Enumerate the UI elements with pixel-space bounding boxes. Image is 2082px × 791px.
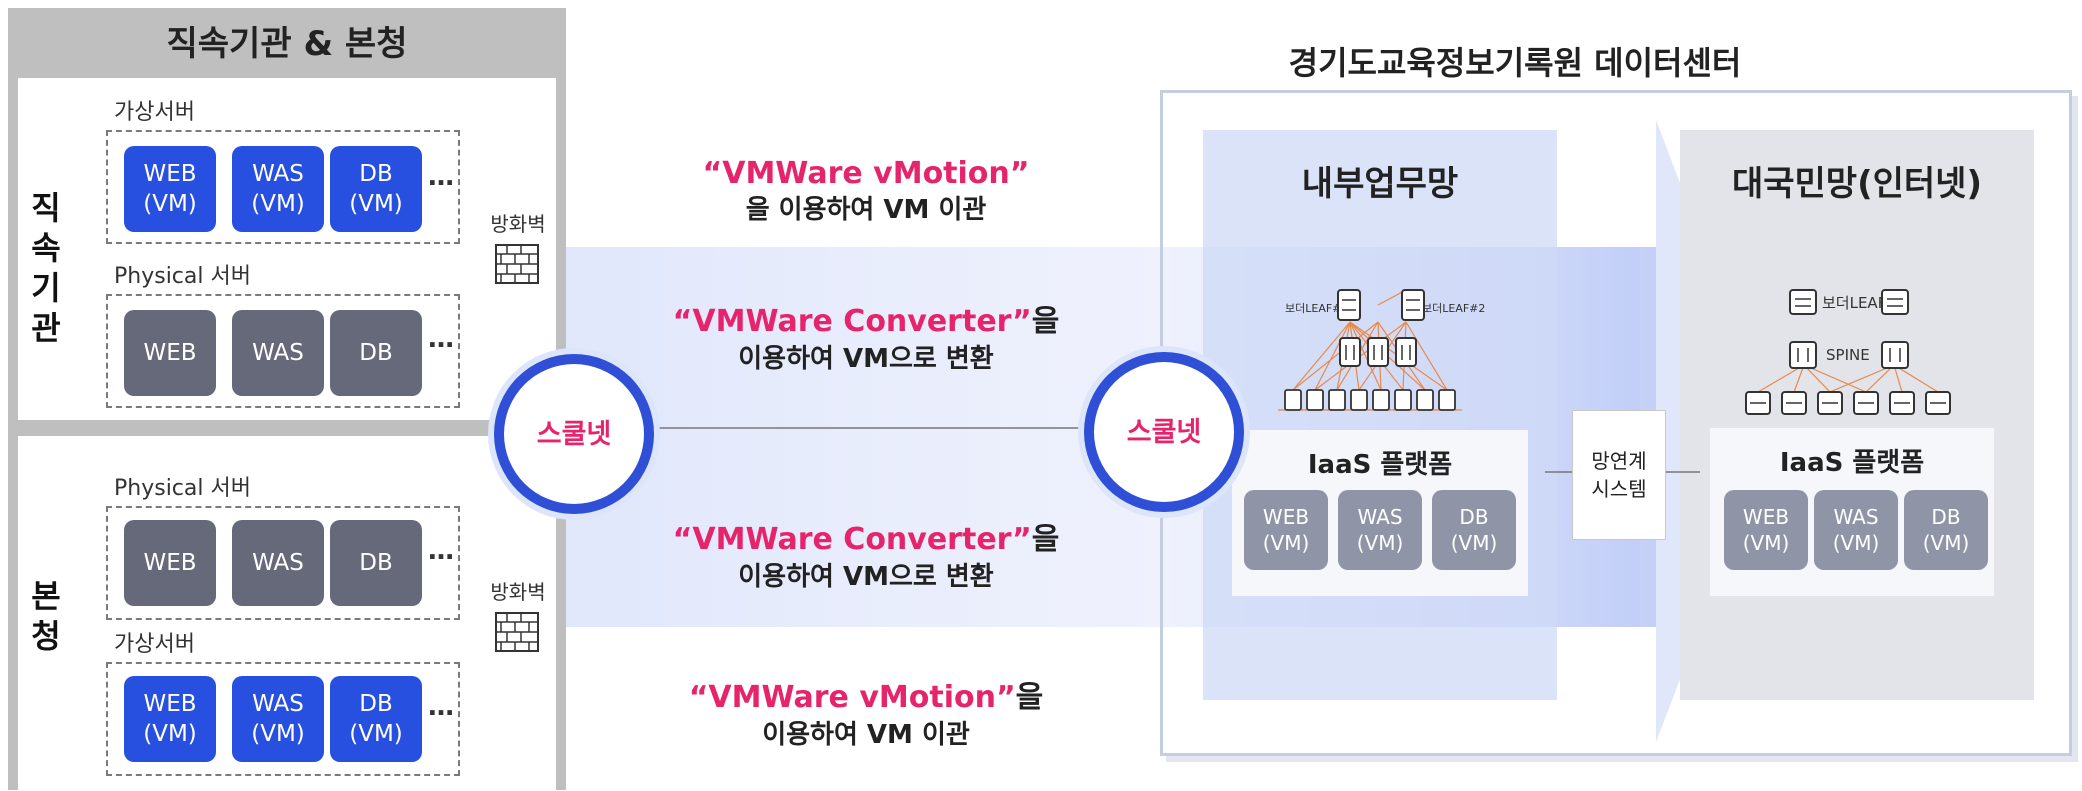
vm-db-server: DB (VM)	[330, 676, 422, 762]
physical-was-server: WAS	[232, 520, 324, 606]
iaas-was-vm: WAS (VM)	[1338, 490, 1422, 570]
physical-web-server: WEB	[124, 310, 216, 396]
converter-desc: 이용하여 VM으로 변환	[738, 344, 994, 374]
vm-was-server: WAS (VM)	[232, 146, 324, 232]
group-label-virtual-top: 가상서버	[114, 100, 195, 125]
iaas-db-vm: DB (VM)	[1432, 490, 1516, 570]
gateway-label-line2: 시스템	[1591, 477, 1647, 501]
switch-icon	[1367, 337, 1389, 367]
switch-icon	[1337, 289, 1361, 321]
physical-server-group-bottom	[106, 506, 460, 620]
external-network-title: 대국민망(인터넷)	[1731, 164, 1983, 204]
switch-label-border-leaf-2: 보더LEAF#2	[1422, 302, 1486, 315]
internal-network-title: 내부업무망	[1301, 164, 1459, 204]
iaas-title: IaaS 플랫폼	[1779, 448, 1925, 478]
more-ellipsis: …	[428, 324, 455, 354]
virtual-server-group-bottom	[106, 662, 460, 776]
physical-server-group-top	[106, 294, 460, 408]
vm-web-server: WEB (VM)	[124, 676, 216, 762]
vmotion-suffix: 을	[1015, 680, 1044, 715]
firewall-icon	[495, 244, 539, 284]
group-label-physical-top: Physical 서버	[114, 264, 251, 289]
vmotion-desc: 을 이용하여 VM 이관	[745, 195, 987, 225]
switch-icon	[1339, 337, 1361, 367]
schoolnet-label-left: 스쿨넷	[536, 419, 612, 450]
switch-icon	[1328, 389, 1346, 411]
iaas-was-vm: WAS (VM)	[1814, 490, 1898, 570]
switch-icon	[1306, 389, 1324, 411]
external-fabric-links	[1757, 364, 1939, 393]
iaas-web-vm: WEB (VM)	[1244, 490, 1328, 570]
iaas-web-vm: WEB (VM)	[1724, 490, 1808, 570]
switch-icon	[1350, 389, 1368, 411]
more-ellipsis: …	[428, 692, 455, 722]
firewall-label-bottom: 방화벽	[490, 580, 546, 604]
physical-db-server: DB	[330, 520, 422, 606]
switch-icon	[1438, 389, 1456, 411]
network-gateway-box: 망연계 시스템	[1572, 410, 1666, 540]
converter-suffix: 을	[1031, 522, 1060, 557]
vm-was-server: WAS (VM)	[232, 676, 324, 762]
group-label-physical-bottom: Physical 서버	[114, 476, 251, 501]
iaas-title: IaaS 플랫폼	[1307, 450, 1453, 480]
vmotion-quote: “VMWare vMotion”	[688, 680, 1016, 715]
switch-label-spine: SPINE	[1826, 346, 1870, 364]
migration-text-vmotion-bottom: “VMWare vMotion”을 이용하여 VM 이관	[656, 680, 1076, 753]
switch-icon	[1284, 389, 1302, 411]
converter-quote: “VMWare Converter”	[672, 304, 1032, 339]
schoolnet-hub-left	[488, 348, 660, 520]
switch-label-border-leaf-1: 보더LEAF#1	[1285, 302, 1349, 315]
schoolnet-hub-right	[1078, 346, 1250, 518]
physical-was-server: WAS	[232, 310, 324, 396]
switch-icon	[1789, 289, 1817, 315]
migration-text-vmotion-top: “VMWare vMotion” 을 이용하여 VM 이관	[656, 156, 1076, 228]
vm-web-server: WEB (VM)	[124, 146, 216, 232]
internal-network-zone	[1203, 130, 1557, 700]
converter-desc: 이용하여 VM으로 변환	[738, 562, 994, 592]
switch-icon	[1395, 337, 1417, 367]
switch-icon	[1881, 341, 1909, 369]
switch-icon	[1394, 389, 1412, 411]
physical-web-server: WEB	[124, 520, 216, 606]
converter-quote: “VMWare Converter”	[672, 522, 1032, 557]
vmotion-desc: 이용하여 VM 이관	[762, 720, 970, 750]
virtual-server-group-top	[106, 130, 460, 244]
physical-db-server: DB	[330, 310, 422, 396]
switch-icon	[1416, 389, 1434, 411]
iaas-db-vm: DB (VM)	[1904, 490, 1988, 570]
firewall-label-top: 방화벽	[490, 212, 546, 236]
migration-text-converter-bottom: “VMWare Converter”을 이용하여 VM으로 변환	[656, 522, 1076, 595]
converter-suffix: 을	[1031, 304, 1060, 339]
more-ellipsis: …	[428, 162, 455, 192]
more-ellipsis: …	[428, 536, 455, 566]
switch-icon	[1789, 341, 1817, 369]
gateway-label-line1: 망연계	[1591, 449, 1647, 473]
vm-db-server: DB (VM)	[330, 146, 422, 232]
iaas-platform-internal: IaaS 플랫폼 WEB (VM) WAS (VM) DB (VM)	[1232, 430, 1528, 596]
schoolnet-label-right: 스쿨넷	[1126, 417, 1202, 448]
datacenter-title: 경기도교육정보기록원 데이터센터	[1288, 44, 1742, 82]
switch-icon	[1372, 389, 1390, 411]
migration-text-converter-top: “VMWare Converter”을 이용하여 VM으로 변환	[656, 304, 1076, 377]
iaas-platform-external: IaaS 플랫폼 WEB (VM) WAS (VM) DB (VM)	[1710, 428, 1994, 596]
switch-label-border-leaf: 보더LEAF	[1822, 294, 1887, 312]
switch-icon	[1401, 289, 1425, 321]
left-panel-title: 직속기관 & 본청	[166, 24, 408, 64]
group-label-virtual-bottom: 가상서버	[114, 632, 195, 657]
firewall-icon	[495, 612, 539, 652]
switch-icon	[1881, 289, 1909, 315]
vmotion-quote: “VMWare vMotion”	[702, 156, 1030, 191]
